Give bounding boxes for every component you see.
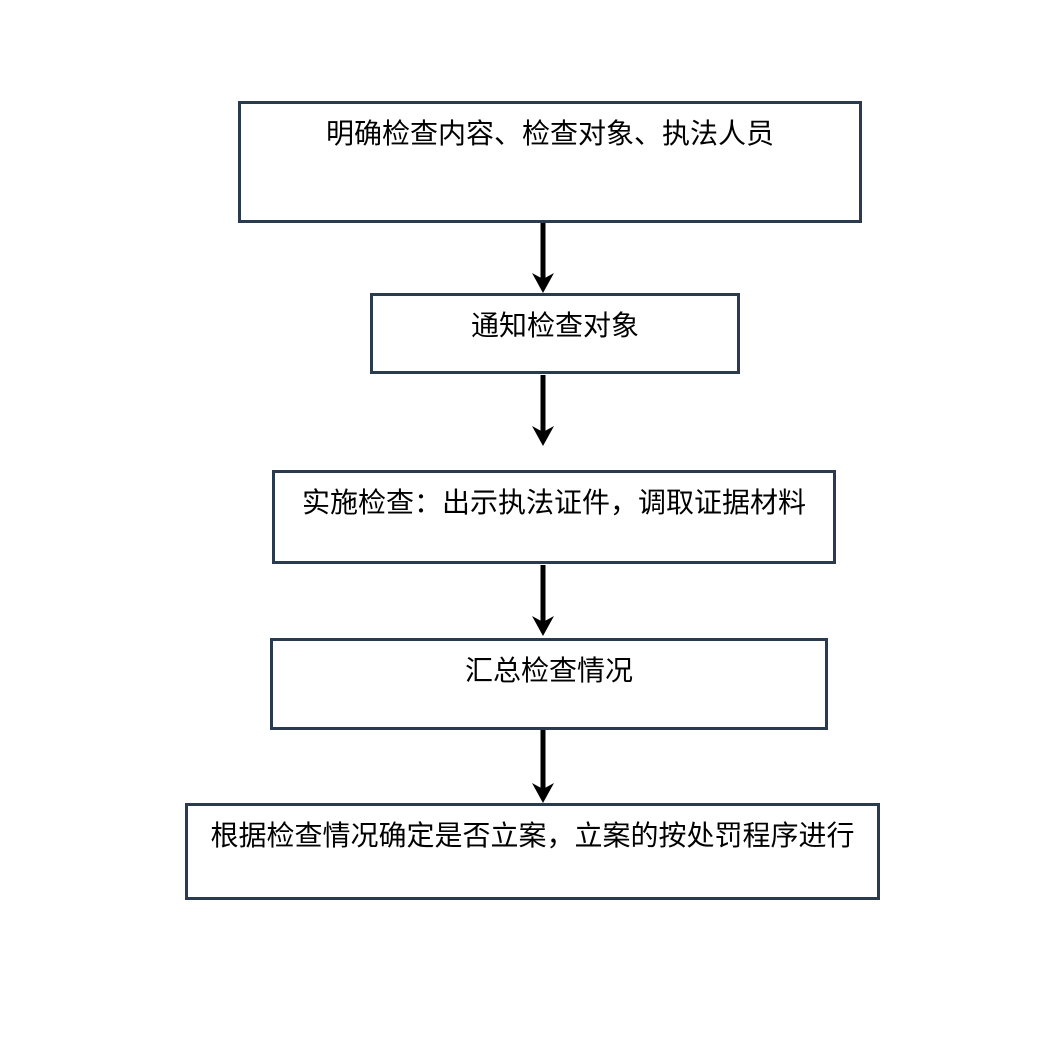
flowchart-node-step-5: 根据检查情况确定是否立案，立案的按处罚程序进行 bbox=[185, 803, 880, 900]
arrow-down-icon bbox=[526, 730, 560, 803]
node-label-step-4: 汇总检查情况 bbox=[464, 654, 633, 687]
arrow-down-icon bbox=[526, 375, 560, 446]
flowchart-node-step-3: 实施检查：出示执法证件，调取证据材料 bbox=[272, 470, 836, 564]
node-label-step-1: 明确检查内容、检查对象、执法人员 bbox=[325, 117, 774, 150]
arrow-down-icon bbox=[526, 565, 560, 636]
flowchart-node-step-2: 通知检查对象 bbox=[370, 293, 740, 374]
flowchart-node-step-1: 明确检查内容、检查对象、执法人员 bbox=[238, 101, 862, 223]
node-label-step-3: 实施检查：出示执法证件，调取证据材料 bbox=[301, 486, 806, 519]
node-label-step-5: 根据检查情况确定是否立案，立案的按处罚程序进行 bbox=[210, 819, 855, 852]
arrow-down-icon bbox=[526, 223, 560, 293]
flowchart-node-step-4: 汇总检查情况 bbox=[270, 638, 828, 730]
node-label-step-2: 通知检查对象 bbox=[470, 309, 639, 342]
